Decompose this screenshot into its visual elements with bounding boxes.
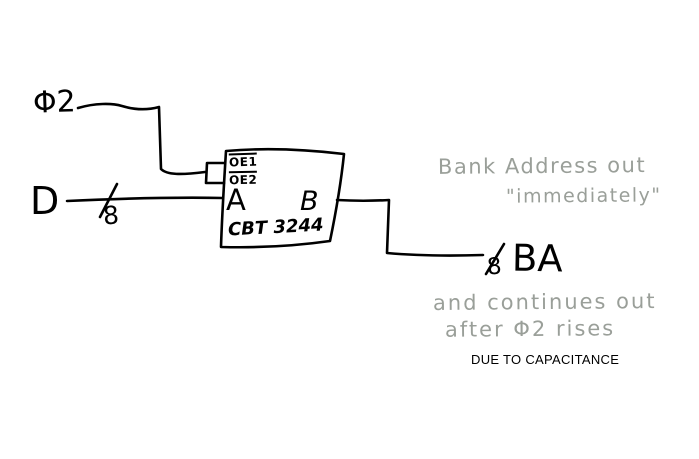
output-wire — [335, 198, 485, 257]
output-bus-slash — [484, 242, 506, 276]
chip-port-a-label: A — [226, 183, 246, 217]
output-bus-width-label: 8 — [486, 253, 503, 281]
annotation-bank-address-out: Bank Address out — [437, 153, 647, 179]
d-input-label: D — [30, 179, 60, 223]
input-bus-slash — [98, 182, 119, 219]
bank-address-output-label: BA — [511, 236, 564, 281]
chip-outline — [219, 148, 346, 249]
input-bus-width-label: 8 — [102, 200, 120, 231]
annotation-continues-out: and continues out — [432, 289, 657, 315]
chip-part-number: CBT 3244 — [227, 214, 325, 241]
annotation-immediately: "immediately" — [505, 184, 662, 208]
annotation-after-phi2-rises: after Φ2 rises — [444, 316, 616, 342]
enable-connector-box — [204, 161, 226, 185]
phi2-clock-label: Φ2 — [32, 84, 77, 121]
chip-oe1-pin-label: OE1 — [228, 152, 258, 170]
d-input-wire — [65, 196, 225, 203]
annotation-due-to-capacitance: DUE TO CAPACITANCE — [471, 352, 620, 367]
phi2-wire — [76, 102, 207, 176]
chip-port-b-label: B — [300, 186, 319, 217]
